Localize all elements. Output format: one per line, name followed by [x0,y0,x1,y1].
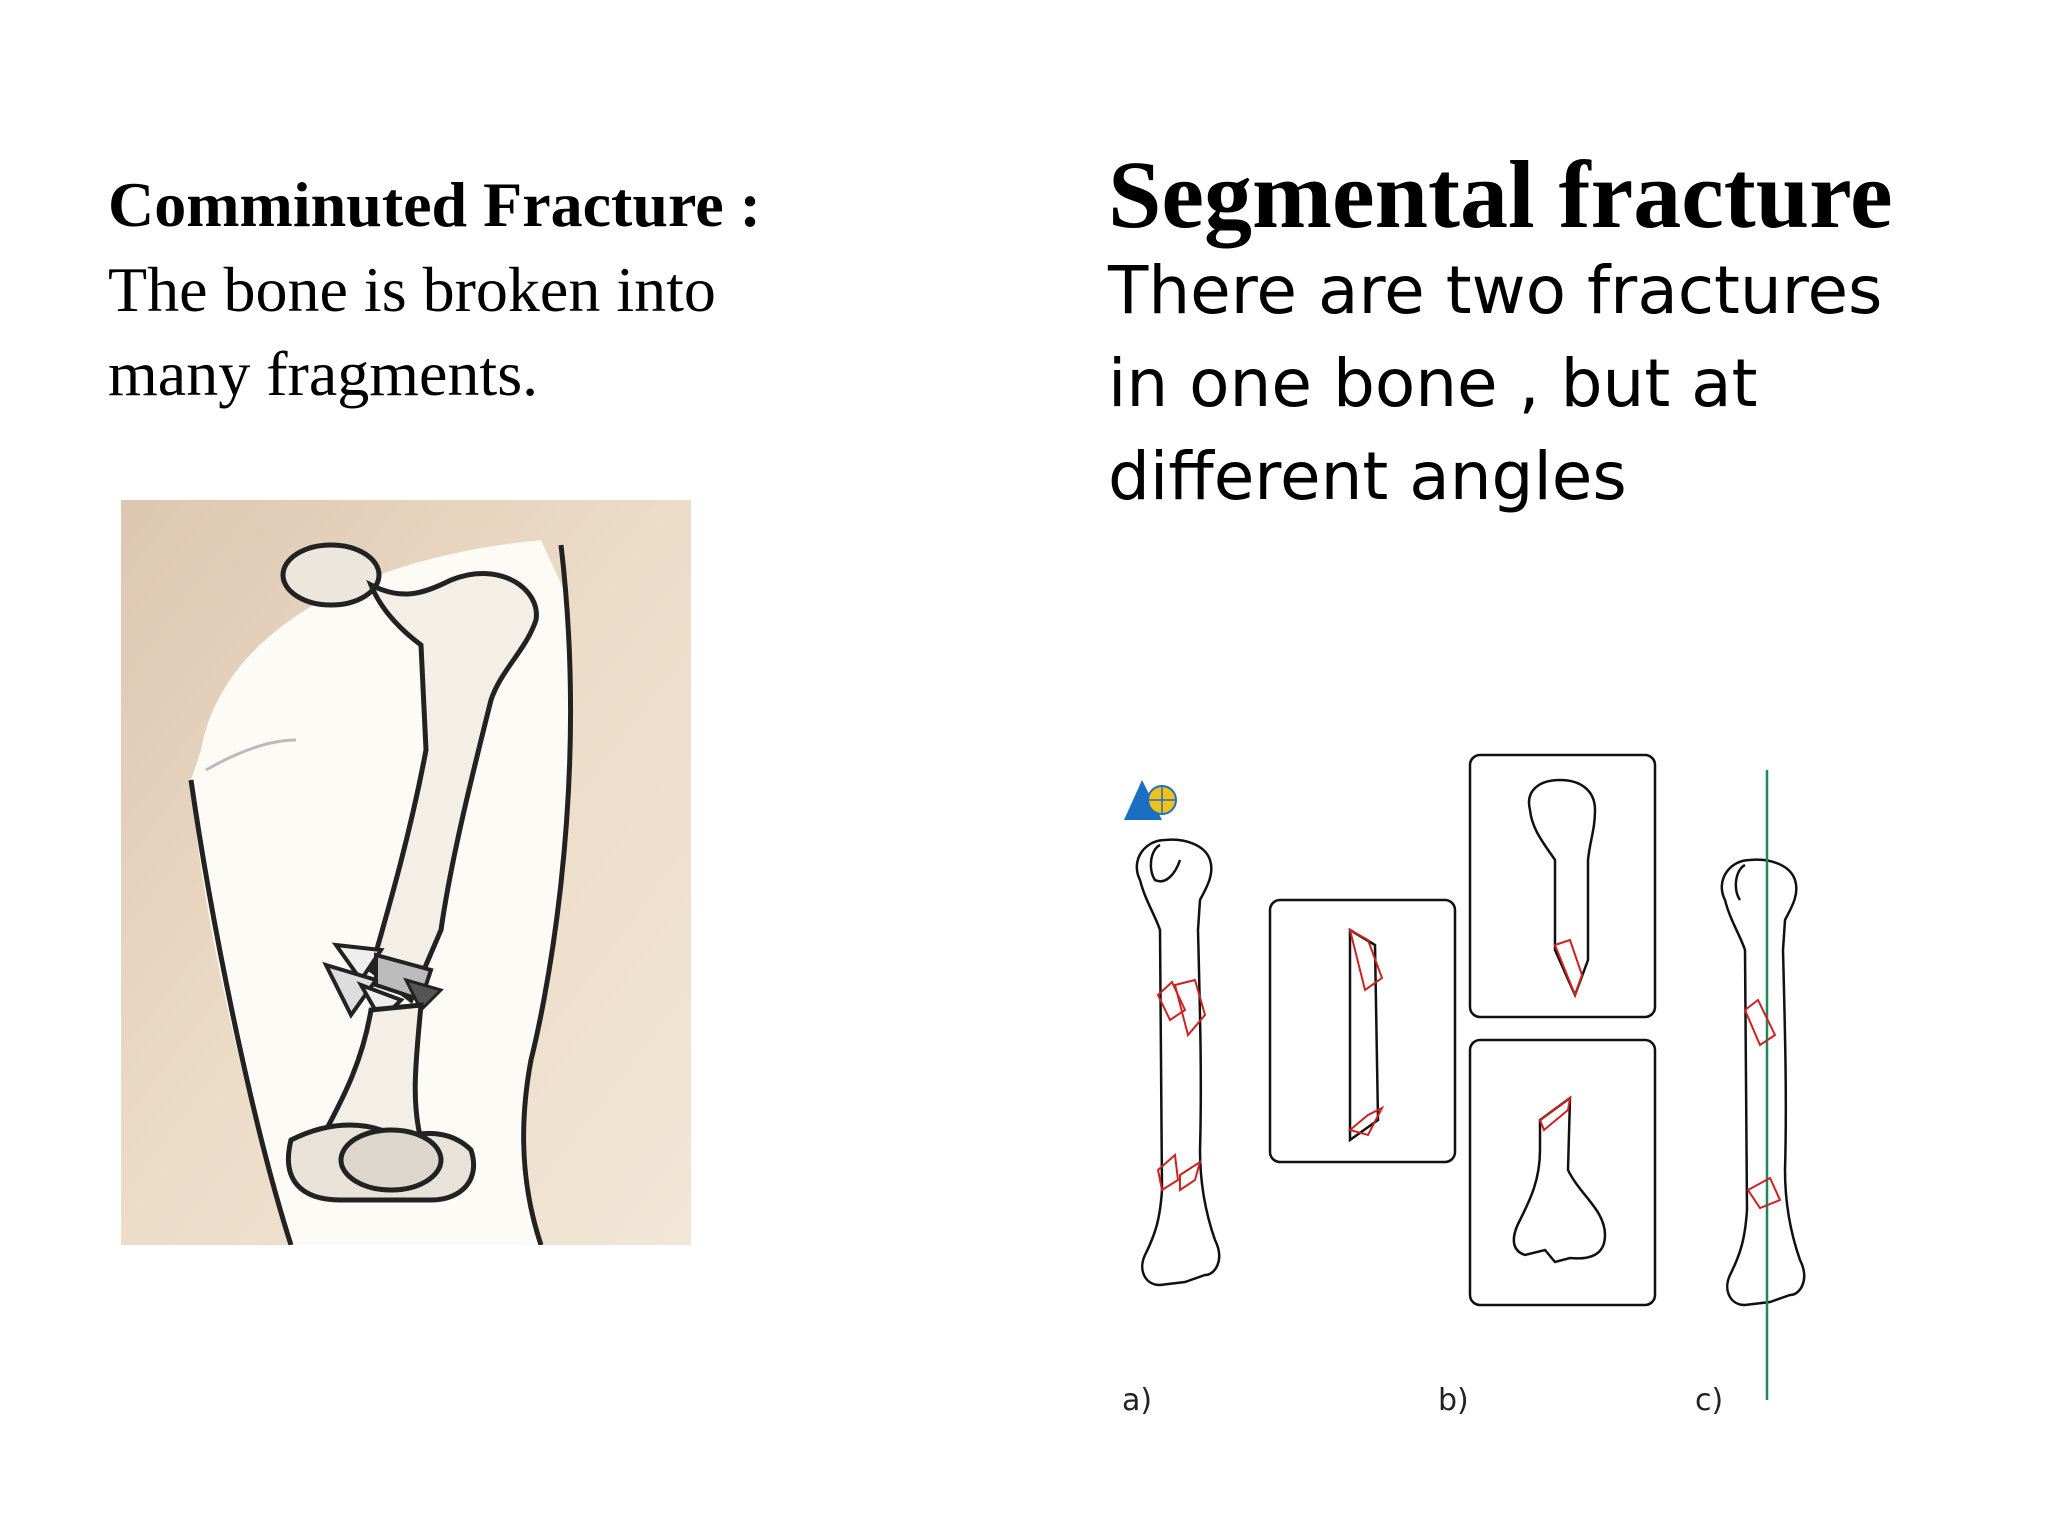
panel-label-b: b) [1438,1383,1469,1418]
thigh-outline-left [188,779,294,1245]
comminuted-description: The bone is broken into many fragments. [108,248,868,416]
comminuted-fracture-illustration [121,500,691,1245]
segmental-description: There are two fractures in one bone , bu… [1108,244,1928,523]
comminuted-title: Comminuted Fracture : [108,169,761,240]
panel-a-femur [1135,838,1221,1287]
thigh-outline-right [521,544,573,1245]
bone-fragment [331,942,385,984]
comminuted-description-line: The bone is broken into [108,254,716,325]
panel-c-femur [1720,858,1806,1307]
proximal-femur [366,571,539,1004]
segmental-fracture-diagram: a) b) c) [1122,753,1806,1418]
panel-label-c: c) [1695,1383,1723,1418]
panel-b-distal-segment [1468,1038,1657,1307]
panel-c-fracture-lines [1743,998,1782,1210]
patella [338,1127,444,1193]
segmental-title: Segmental fracture [1108,141,1893,248]
bone-fragment [322,961,380,1019]
panel-label-a: a) [1122,1383,1152,1418]
panel-b-proximal-segment [1468,753,1657,1019]
ao-foundation-logo-icon [1124,780,1177,820]
femoral-head [280,542,382,608]
panel-b-middle-segment [1268,898,1457,1164]
bone-fragment [403,977,444,1013]
segmental-description-line: in one bone , but at [1108,345,1758,422]
comminuted-description-line: many fragments. [108,338,539,409]
segmental-description-line: There are two fractures [1108,252,1883,329]
segmental-description-line: different angles [1108,438,1627,515]
panel-a-fracture-lines [1156,978,1207,1192]
